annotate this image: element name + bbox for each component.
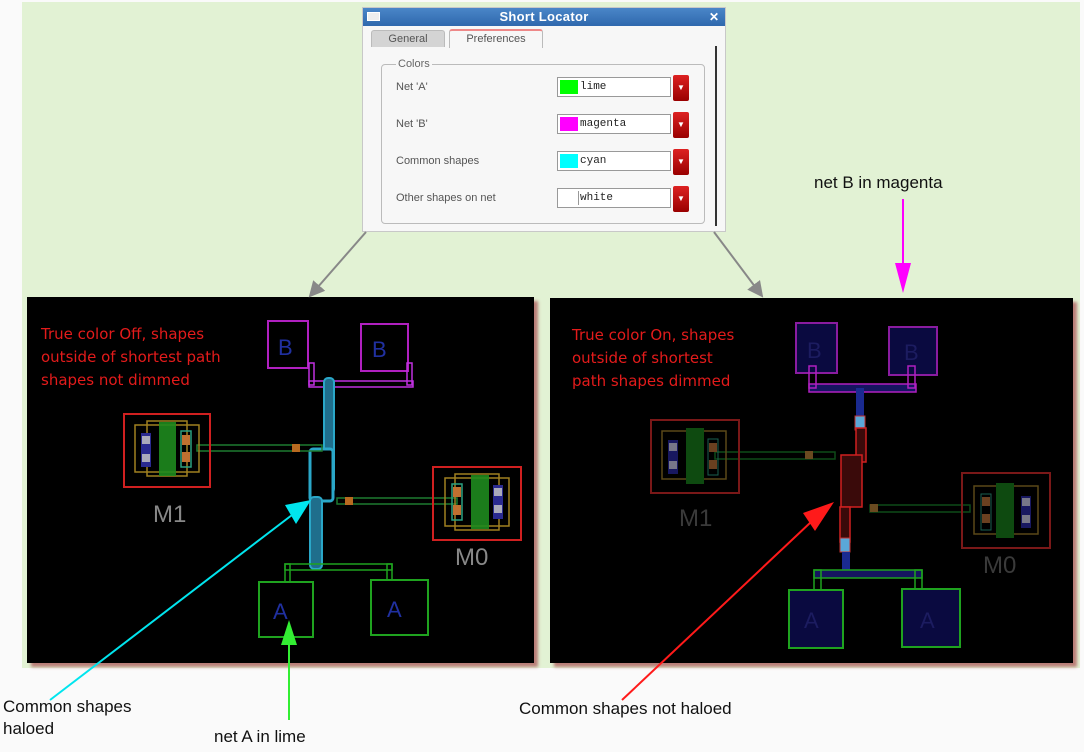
instance-m1-boundary [650, 419, 740, 494]
other-shapes-color-value: white [580, 192, 614, 204]
common-shapes-color-value: cyan [580, 155, 607, 167]
layout-canvas-left: B B A A M1 M0 [123, 320, 522, 638]
net-b-color-value: magenta [580, 118, 627, 130]
pin-b-box [888, 326, 938, 376]
annotation-net-b: net B in magenta [814, 173, 943, 192]
net-a-swatch [560, 80, 578, 94]
instance-m1-boundary [123, 413, 211, 488]
pin-b-box [360, 323, 409, 372]
common-shapes-label: Common shapes [396, 155, 480, 167]
pin-label: A [273, 599, 288, 624]
pin-a-box [370, 579, 429, 636]
common-haloed-arrowhead [285, 500, 311, 524]
common-shape [309, 496, 323, 570]
other-shapes-color-select[interactable]: white ▼ [557, 186, 689, 212]
instance-m0-boundary [432, 466, 522, 541]
net-wire [714, 451, 836, 460]
chevron-down-icon[interactable]: ▼ [673, 149, 689, 175]
net-b-color-select[interactable]: magenta ▼ [557, 112, 689, 138]
short-locator-dialog: Short Locator ✕ General Preferences Colo… [362, 7, 726, 232]
pin-a-box [901, 588, 961, 648]
net-b-arrowhead [895, 263, 911, 293]
common-shapes-swatch [560, 154, 578, 168]
other-shapes-label: Other shapes on net [396, 192, 496, 204]
net-b-swatch [560, 117, 578, 131]
window-menu-icon[interactable] [367, 12, 380, 21]
layout-view-true-color-off[interactable]: B B A A M1 M0 True color Off, shapes out… [27, 297, 534, 663]
panel-note-left: True color Off, shapes outside of shorte… [41, 325, 221, 389]
other-shapes-swatch [560, 191, 579, 205]
pin-label: A [387, 597, 402, 622]
pin-b-box [795, 322, 838, 374]
annotation-net-a: net A in lime [214, 727, 306, 746]
title-bar[interactable]: Short Locator ✕ [363, 8, 725, 26]
pin-label: B [807, 338, 822, 363]
panel-note-right: True color On, shapes outside of shortes… [572, 326, 735, 390]
net-a-label: Net 'A' [396, 81, 428, 93]
instance-label-m0: M0 [455, 544, 488, 571]
pin-label: B [904, 340, 919, 365]
colors-group [381, 64, 705, 224]
common-not-haloed-arrow [621, 521, 812, 701]
chevron-down-icon[interactable]: ▼ [673, 75, 689, 101]
tab-preferences[interactable]: Preferences [449, 29, 543, 48]
net-b-color-field[interactable]: magenta [557, 114, 671, 134]
annotation-common-not-haloed: Common shapes not haloed [519, 699, 732, 718]
common-haloed-arrow [49, 514, 293, 701]
close-icon[interactable]: ✕ [708, 10, 720, 24]
tab-general[interactable]: General [371, 30, 445, 47]
instance-m0-boundary [961, 472, 1051, 549]
common-not-haloed-arrowhead [803, 502, 834, 531]
pin-label: A [804, 608, 819, 633]
layout-view-true-color-on[interactable]: B B A A M1 M0 True color On, shapes outs… [550, 298, 1073, 663]
pin-b-box [267, 320, 309, 369]
pin-a-box [258, 581, 314, 638]
chevron-down-icon[interactable]: ▼ [673, 186, 689, 212]
net-wire [336, 497, 458, 505]
instance-label-m0: M0 [983, 552, 1016, 579]
annotation-common-haloed: Common shapes haloed [3, 697, 132, 738]
pin-label: B [372, 337, 387, 362]
net-a-color-value: lime [580, 81, 607, 93]
dialog-to-right-arrow [713, 231, 764, 298]
pin-a-box [788, 589, 844, 649]
net-a-color-field[interactable]: lime [557, 77, 671, 97]
pin-label: B [278, 335, 293, 360]
common-shape [840, 454, 863, 508]
colors-group-label: Colors [396, 58, 432, 70]
instance-label-m1: M1 [153, 501, 186, 528]
net-wire [196, 444, 323, 452]
common-shapes-color-select[interactable]: cyan ▼ [557, 149, 689, 175]
dialog-to-left-arrow [308, 231, 367, 298]
instance-label-m1: M1 [679, 505, 712, 532]
other-shapes-color-field[interactable]: white [557, 188, 671, 208]
net-b-label: Net 'B' [396, 118, 428, 130]
pin-label: A [920, 608, 935, 633]
net-a-color-select[interactable]: lime ▼ [557, 75, 689, 101]
scrollbar[interactable] [715, 46, 717, 226]
common-shapes-color-field[interactable]: cyan [557, 151, 671, 171]
layout-canvas-right: B B A A M1 M0 [650, 322, 1051, 649]
chevron-down-icon[interactable]: ▼ [673, 112, 689, 138]
dialog-title: Short Locator [499, 9, 589, 24]
net-a-arrowhead [281, 620, 297, 645]
